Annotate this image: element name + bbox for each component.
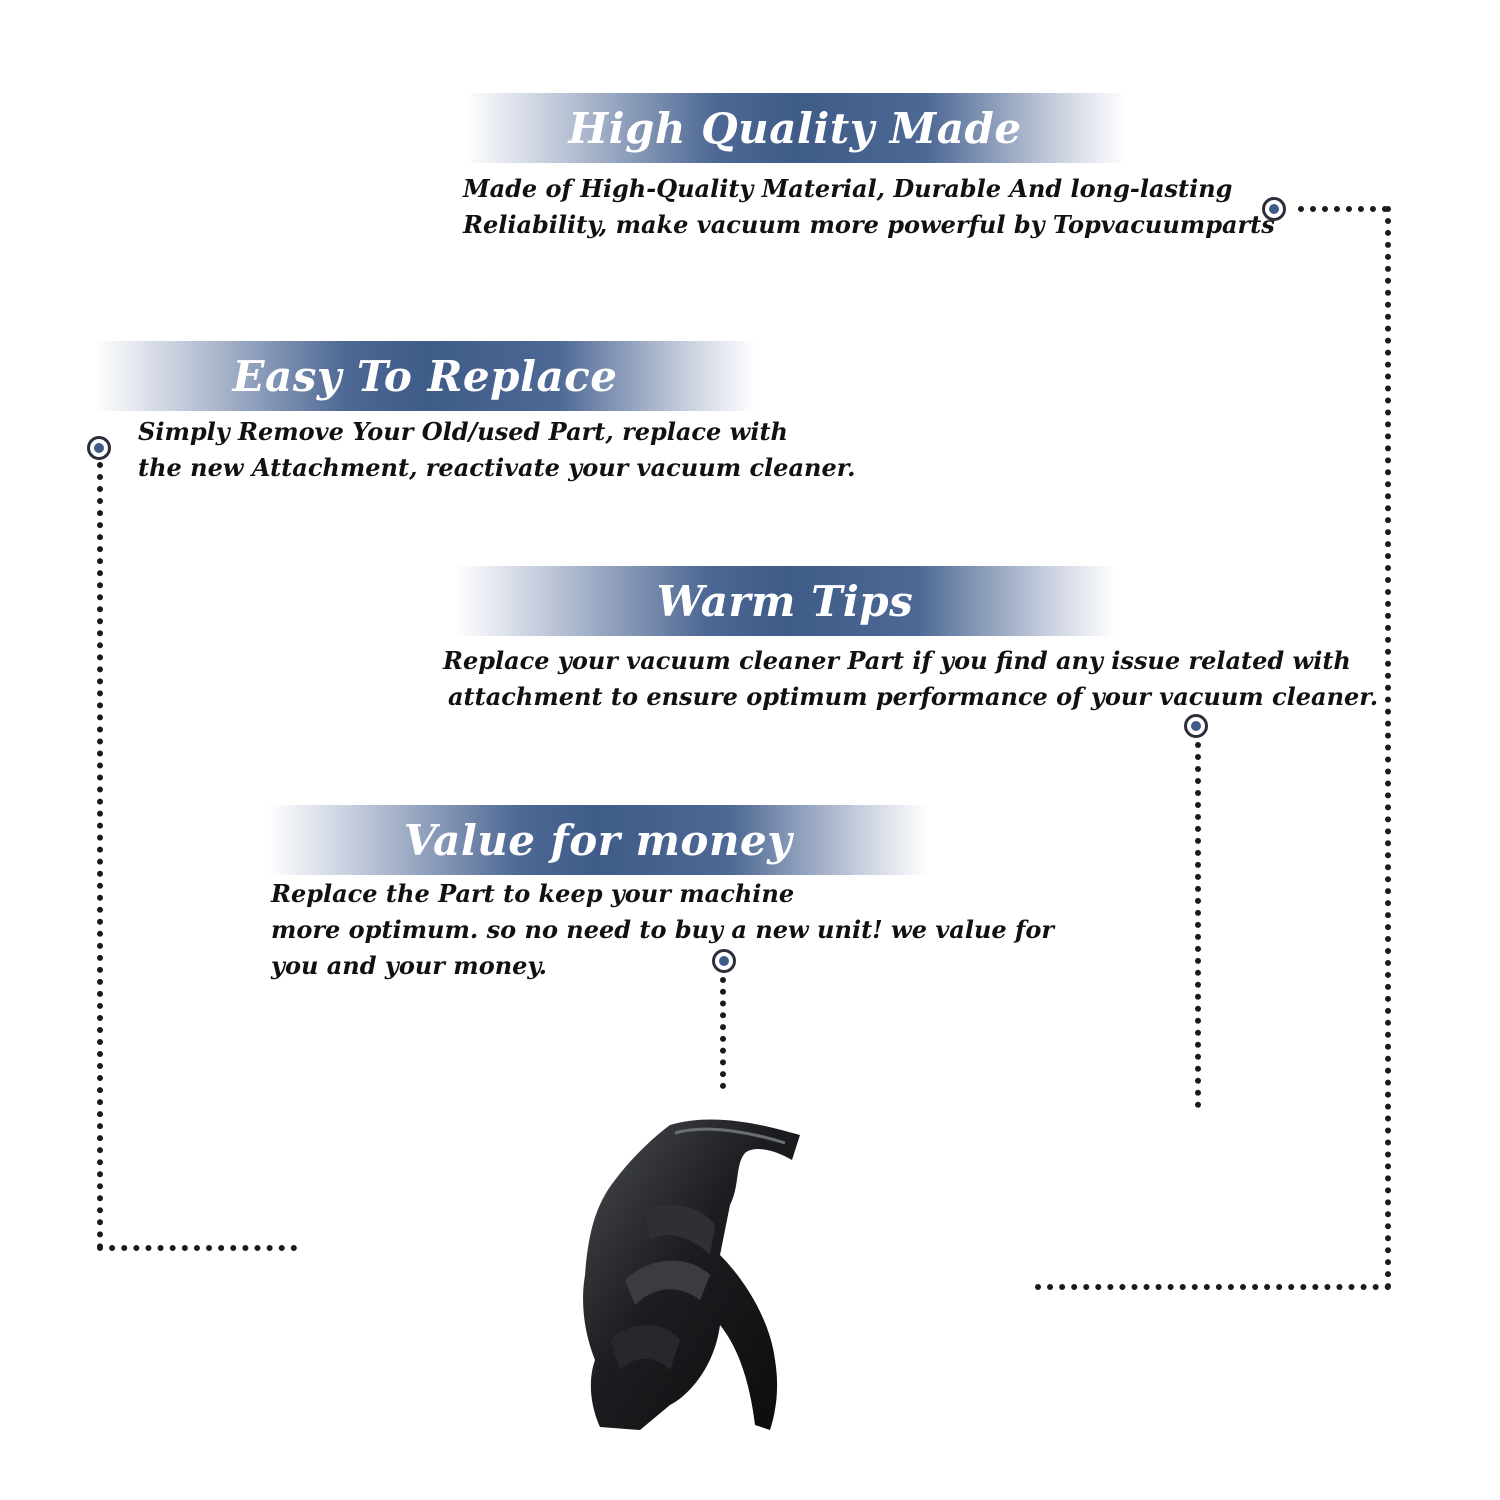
- connector-line: [1195, 742, 1201, 1108]
- marker-dot-icon: [1184, 714, 1208, 738]
- vacuum-part-image: [583, 1119, 800, 1430]
- banner-title: Value for money: [403, 815, 793, 865]
- description-line: you and your money.: [271, 951, 547, 980]
- description-line: more optimum. so no need to buy a new un…: [271, 915, 1054, 944]
- connector-line: [1385, 206, 1391, 1290]
- banner-title: High Quality Made: [568, 103, 1022, 153]
- banner-warm-tips: Warm Tips: [455, 566, 1115, 636]
- banner-title: Easy To Replace: [232, 351, 618, 401]
- description-warm-tips: Replace your vacuum cleaner Part if you …: [443, 643, 1378, 715]
- description-value-money: Replace the Part to keep your machine mo…: [271, 876, 1054, 984]
- description-line: attachment to ensure optimum performance…: [448, 682, 1379, 711]
- description-line: Reliability, make vacuum more powerful b…: [463, 210, 1275, 239]
- description-line: Simply Remove Your Old/used Part, replac…: [138, 417, 788, 446]
- banner-high-quality: High Quality Made: [465, 93, 1125, 163]
- connector-line: [97, 1245, 297, 1251]
- connector-line: [720, 977, 726, 1089]
- description-line: Replace the Part to keep your machine: [271, 879, 795, 908]
- description-line: Replace your vacuum cleaner Part if you …: [443, 646, 1351, 675]
- connector-line: [1035, 1284, 1391, 1290]
- banner-easy-replace: Easy To Replace: [95, 341, 755, 411]
- connector-line: [97, 462, 103, 1250]
- marker-dot-icon: [712, 949, 736, 973]
- marker-dot-icon: [87, 436, 111, 460]
- banner-title: Warm Tips: [656, 576, 914, 626]
- connector-line: [1298, 206, 1388, 212]
- banner-value-money: Value for money: [268, 805, 928, 875]
- description-high-quality: Made of High-Quality Material, Durable A…: [463, 171, 1275, 243]
- description-line: the new Attachment, reactivate your vacu…: [138, 453, 856, 482]
- marker-dot-icon: [1262, 197, 1286, 221]
- description-easy-replace: Simply Remove Your Old/used Part, replac…: [138, 414, 856, 486]
- description-line: Made of High-Quality Material, Durable A…: [463, 174, 1233, 203]
